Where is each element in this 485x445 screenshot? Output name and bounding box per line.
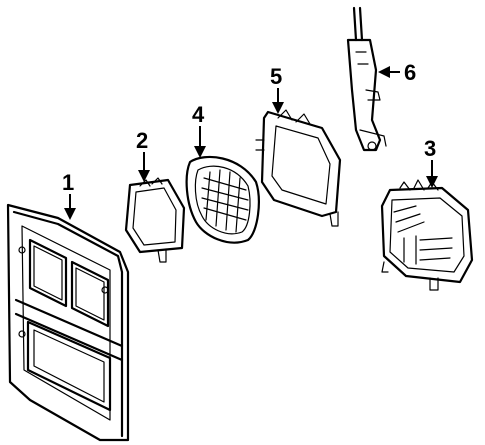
part-4-sealed-beam-lamp [185,155,260,244]
callout-1: 1 [62,170,74,195]
part-5-mounting-bracket [255,109,342,227]
callout-3: 3 [424,136,436,161]
callout-2: 2 [136,128,148,153]
callout-5: 5 [270,64,282,89]
callout-4: 4 [192,102,205,127]
part-3-composite-headlamp [380,179,474,291]
part-6-adjuster-bracket [346,6,387,152]
leader-arrows [64,66,438,220]
callout-6: 6 [404,60,416,85]
part-1-bezel [6,203,130,442]
part-2-retaining-ring [124,177,186,263]
